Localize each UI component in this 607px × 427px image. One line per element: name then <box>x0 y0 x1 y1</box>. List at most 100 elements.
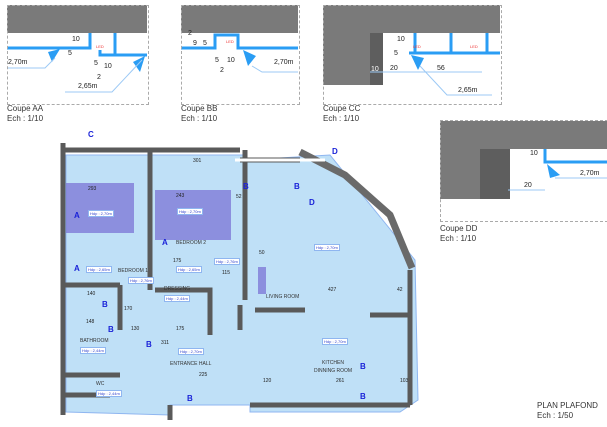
dim: 2 <box>188 30 192 37</box>
section-marker-b: B <box>102 300 108 309</box>
dim: 175 <box>176 326 185 332</box>
dim: 170 <box>124 306 133 312</box>
section-marker-d: D <box>332 147 338 156</box>
dim: 10 <box>72 36 80 43</box>
room-label: LIVING ROOM <box>266 294 300 300</box>
dim: 9 <box>193 40 197 47</box>
ceiling-height: Hdp : 2,44m <box>96 390 122 397</box>
ceiling-height: Hdp : 2,70m <box>314 244 340 251</box>
section-scale: Ech : 1/10 <box>181 114 218 123</box>
led-label: LED <box>413 44 421 49</box>
room-label: DRESSING <box>164 286 191 292</box>
dim: 120 <box>263 378 272 384</box>
section-marker-a: A <box>162 238 168 247</box>
room-label: BEDROOM 2 <box>176 240 207 246</box>
dim: 293 <box>88 186 97 192</box>
dim: 5 <box>94 60 98 67</box>
section-scale: Ech : 1/10 <box>7 114 44 123</box>
ceiling-height: Hdp : 2,44m <box>80 347 106 354</box>
ceiling-height: Hdp : 2,44m <box>164 295 190 302</box>
ceiling-height: Hdp : 2,70m <box>178 348 204 355</box>
dim: 56 <box>437 65 445 72</box>
dim: 103 <box>400 378 409 384</box>
dim: 52 <box>236 194 242 200</box>
led-label: LED <box>226 39 234 44</box>
dim: 42 <box>397 287 403 293</box>
room-label: ENTRANCE HALL <box>170 361 212 367</box>
dim: 50 <box>259 250 265 256</box>
floor-plan <box>60 143 419 420</box>
dim: 261 <box>336 378 345 384</box>
section-cc-frame <box>323 5 502 105</box>
dim: 5 <box>215 57 219 64</box>
level-label: 2,70m <box>8 59 28 66</box>
section-title: Coupe CC <box>323 104 361 113</box>
dim: 20 <box>390 65 398 72</box>
dim: 5 <box>203 40 207 47</box>
ceiling-height: Hdp : 2,65m <box>86 266 112 273</box>
room-label: KITCHEN <box>322 360 344 366</box>
dim: 10 <box>104 63 112 70</box>
ceiling-height: Hdp : 2,76m <box>128 277 154 284</box>
ceiling-height: Hdp : 2,70m <box>322 338 348 345</box>
dim: 10 <box>397 36 405 43</box>
dim: 130 <box>131 326 140 332</box>
ceiling-height: Hdp : 2,65m <box>176 266 202 273</box>
section-marker-b: B <box>187 394 193 403</box>
section-scale: Ech : 1/10 <box>440 234 477 243</box>
section-dd-frame <box>440 120 607 222</box>
dim: 5 <box>68 50 72 57</box>
dim: 5 <box>394 50 398 57</box>
led-label: LED <box>470 44 478 49</box>
ceiling-height: Hdp : 2,70m <box>88 210 114 217</box>
level-label: 2,70m <box>274 59 294 66</box>
plan-title: PLAN PLAFOND <box>537 401 598 410</box>
section-marker-d: D <box>309 198 315 207</box>
section-marker-b: B <box>243 182 249 191</box>
dim: 115 <box>222 270 230 276</box>
section-title: Coupe DD <box>440 224 478 233</box>
dim: 175 <box>173 258 182 264</box>
section-marker-c: C <box>88 130 94 139</box>
dim: 301 <box>193 158 202 164</box>
dim: 140 <box>87 291 96 297</box>
section-marker-b: B <box>146 340 152 349</box>
level-label: 2,65m <box>458 87 478 94</box>
plan-scale: Ech : 1/50 <box>537 411 574 420</box>
dim: 311 <box>161 340 169 346</box>
section-marker-a: A <box>74 264 80 273</box>
dim: 10 <box>530 150 538 157</box>
room-label: BEDROOM 1 <box>118 268 149 274</box>
section-title: Coupe BB <box>181 104 218 113</box>
section-marker-b: B <box>360 362 366 371</box>
room-label: BATHROOM <box>80 338 109 344</box>
section-marker-b: B <box>294 182 300 191</box>
section-marker-b: B <box>108 325 114 334</box>
ceiling-height: Hdp : 2,70m <box>177 208 203 215</box>
level-label: 2,65m <box>78 83 98 90</box>
dim: 20 <box>524 182 532 189</box>
dim: 427 <box>328 287 337 293</box>
section-marker-b: B <box>360 392 366 401</box>
dim: 2 <box>220 67 224 74</box>
led-label: LED <box>96 44 104 49</box>
level-label: 2,70m <box>580 170 600 177</box>
dim: 10 <box>227 57 235 64</box>
dim: 225 <box>199 372 208 378</box>
section-scale: Ech : 1/10 <box>323 114 360 123</box>
room-label: WC <box>96 381 105 387</box>
section-title: Coupe AA <box>7 104 44 113</box>
dim: 10 <box>371 66 379 73</box>
section-marker-a: A <box>74 211 80 220</box>
dim: 243 <box>176 193 185 199</box>
room-label: DINNING ROOM <box>314 368 353 374</box>
dim: 2 <box>97 74 101 81</box>
section-bb-frame <box>181 5 300 105</box>
ceiling-height: Hdp : 2,76m <box>214 258 240 265</box>
